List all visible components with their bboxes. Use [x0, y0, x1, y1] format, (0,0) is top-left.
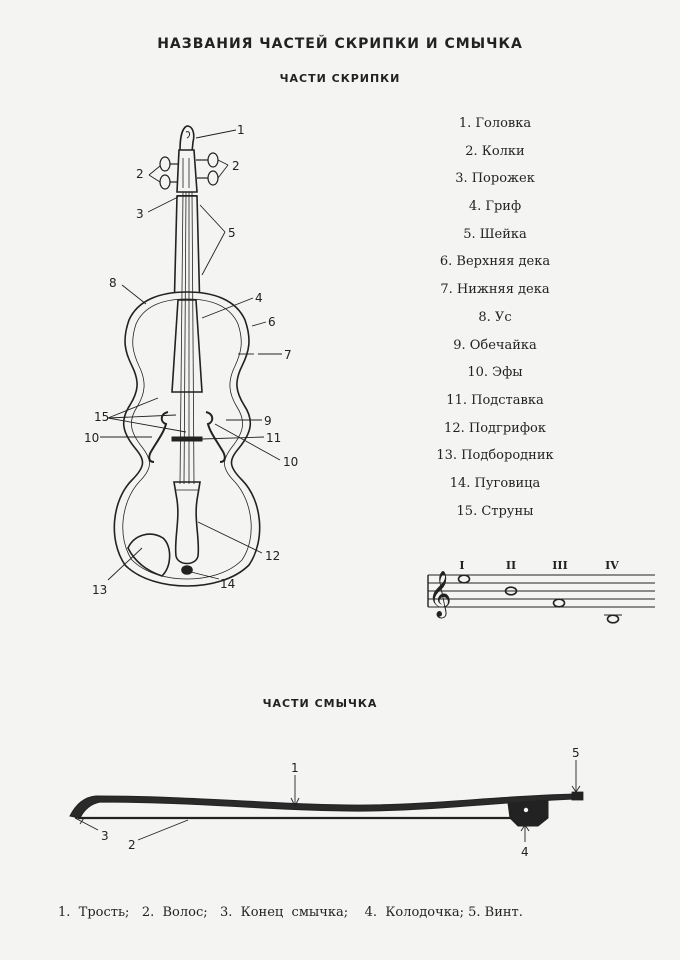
callout-number: 3 — [101, 829, 109, 843]
legend-item: 2. Колки — [465, 143, 525, 159]
treble-clef-icon: 𝄞 — [428, 571, 452, 619]
violin-section-title: ЧАСТИ СКРИПКИ — [279, 72, 401, 85]
violin-chinrest — [127, 533, 171, 577]
legend-item: 15. Струны — [456, 503, 534, 519]
bow-screw — [571, 791, 584, 801]
violin-purfling — [122, 298, 252, 580]
violin-leader-lines — [100, 129, 281, 581]
callout-number: 10 — [84, 431, 99, 445]
legend-item: 4. Гриф — [468, 199, 522, 215]
note-g — [457, 574, 471, 584]
bow-frog — [507, 800, 549, 827]
callout-number: 2 — [136, 167, 144, 181]
bow-section-title: ЧАСТИ СМЫЧКА — [262, 697, 378, 710]
callout-number: 4 — [521, 845, 529, 859]
f-hole-right — [205, 411, 226, 463]
callout-number: 7 — [284, 348, 292, 362]
legend-item: 8. Ус — [478, 309, 512, 325]
f-hole-left — [148, 411, 169, 463]
violin-tailpiece — [173, 481, 201, 565]
legend-item: 6. Верхняя дека — [439, 254, 551, 270]
callout-number: 4 — [255, 291, 263, 305]
violin-drawing — [113, 125, 261, 587]
callout-number: 1 — [291, 761, 299, 775]
staff-notes — [457, 574, 622, 624]
callout-number: 10 — [283, 455, 298, 469]
violin-pegbox — [176, 149, 198, 193]
callout-number: 12 — [265, 549, 280, 563]
callout-number: 1 — [237, 123, 245, 137]
legend-item: 14. Пуговица — [449, 475, 541, 491]
legend-item: 5. Шейка — [463, 226, 527, 242]
callout-number: 9 — [264, 414, 272, 428]
legend-item: 11. Подставка — [446, 392, 544, 408]
bow-leader-lines — [74, 760, 581, 842]
callout-number: 14 — [220, 577, 235, 591]
scroll-curl — [185, 131, 190, 139]
violin-end-button — [181, 565, 193, 575]
note-a — [552, 598, 566, 608]
note-d — [504, 586, 518, 596]
note-e — [606, 614, 620, 624]
violin-strings — [179, 191, 195, 485]
callout-number: 6 — [268, 315, 276, 329]
callout-number: 2 — [128, 838, 136, 852]
callout-number: 2 — [232, 159, 240, 173]
string-numeral: II — [506, 559, 516, 572]
violin-parts-legend: 1. Головка 2. Колки 3. Порожек 4. Гриф 5… — [400, 116, 590, 531]
legend-item: 1. Головка — [458, 116, 532, 131]
callout-number: 11 — [266, 431, 281, 445]
bow-stick — [69, 793, 576, 819]
string-numeral: IV — [605, 559, 619, 572]
legend-item: 9. Обечайка — [453, 337, 537, 353]
legend-item: 10. Эфы — [467, 365, 523, 381]
violin-scroll — [179, 125, 195, 153]
callout-number: 15 — [94, 410, 109, 424]
string-numeral: I — [459, 559, 464, 572]
legend-item: 12. Подгрифок — [444, 420, 546, 436]
legend-item: 7. Нижняя дека — [440, 282, 550, 298]
legend-item: 3. Порожек — [455, 171, 535, 187]
bow-parts-caption: 1. Трость; 2. Волос; 3. Конец смычка; 4.… — [58, 905, 523, 920]
music-staff — [427, 574, 655, 608]
callout-number: 3 — [136, 207, 144, 221]
page-title: НАЗВАНИЯ ЧАСТЕЙ СКРИПКИ И СМЫЧКА — [157, 36, 523, 52]
callout-number: 5 — [572, 746, 580, 760]
callout-number: 8 — [109, 276, 117, 290]
violin-bridge — [171, 436, 203, 442]
legend-item: 13. Подбородник — [436, 448, 554, 464]
callout-number: 5 — [228, 226, 236, 240]
bow-drawing — [69, 791, 584, 827]
string-numeral: III — [552, 559, 567, 572]
callout-number: 13 — [92, 583, 107, 597]
